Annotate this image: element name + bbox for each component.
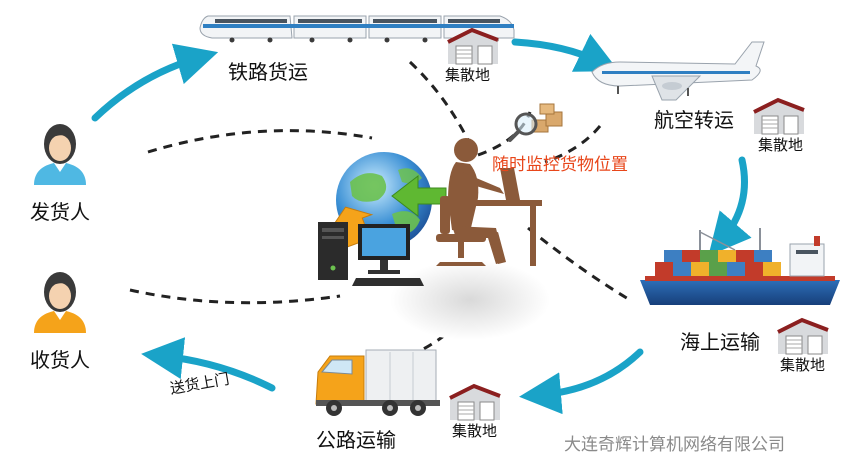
label-hub-road: 集散地 — [452, 422, 498, 440]
cargo-ship-icon — [640, 228, 840, 305]
receiver-person-icon — [34, 272, 86, 333]
warehouse-icon — [753, 97, 805, 135]
label-receiver: 收货人 — [30, 348, 90, 372]
label-sea: 海上运输 — [680, 330, 760, 354]
flow-arrow-rail-to-air — [511, 33, 619, 72]
flow-arrow-sea-to-road — [519, 348, 644, 415]
warehouse-icon — [447, 27, 499, 65]
label-air: 航空转运 — [654, 108, 734, 132]
airplane-icon — [591, 41, 765, 101]
label-hub-rail: 集散地 — [445, 66, 491, 84]
label-hub-air: 集散地 — [758, 136, 804, 154]
computer-icon — [318, 222, 424, 286]
magnifier-icon — [508, 103, 563, 142]
label-hub-sea: 集散地 — [780, 356, 826, 374]
truck-icon — [315, 349, 440, 416]
sender-person-icon — [34, 124, 86, 185]
label-rail: 铁路货运 — [228, 60, 308, 84]
label-road: 公路运输 — [316, 428, 396, 452]
flow-arrow-sender-to-rail — [91, 43, 219, 122]
label-sender: 发货人 — [30, 200, 90, 224]
monitoring-operator-icon — [436, 138, 542, 266]
warehouse-icon — [777, 317, 829, 355]
company-watermark: 大连奇辉计算机网络有限公司 — [564, 435, 785, 455]
warehouse-icon — [449, 383, 501, 421]
floor-shadow — [390, 260, 550, 340]
label-monitor: 随时监控货物位置 — [492, 155, 628, 175]
train-icon — [199, 15, 515, 43]
flow-arrow-air-to-sea — [708, 156, 752, 256]
flow-arrow-road-to-receiver — [141, 337, 276, 392]
